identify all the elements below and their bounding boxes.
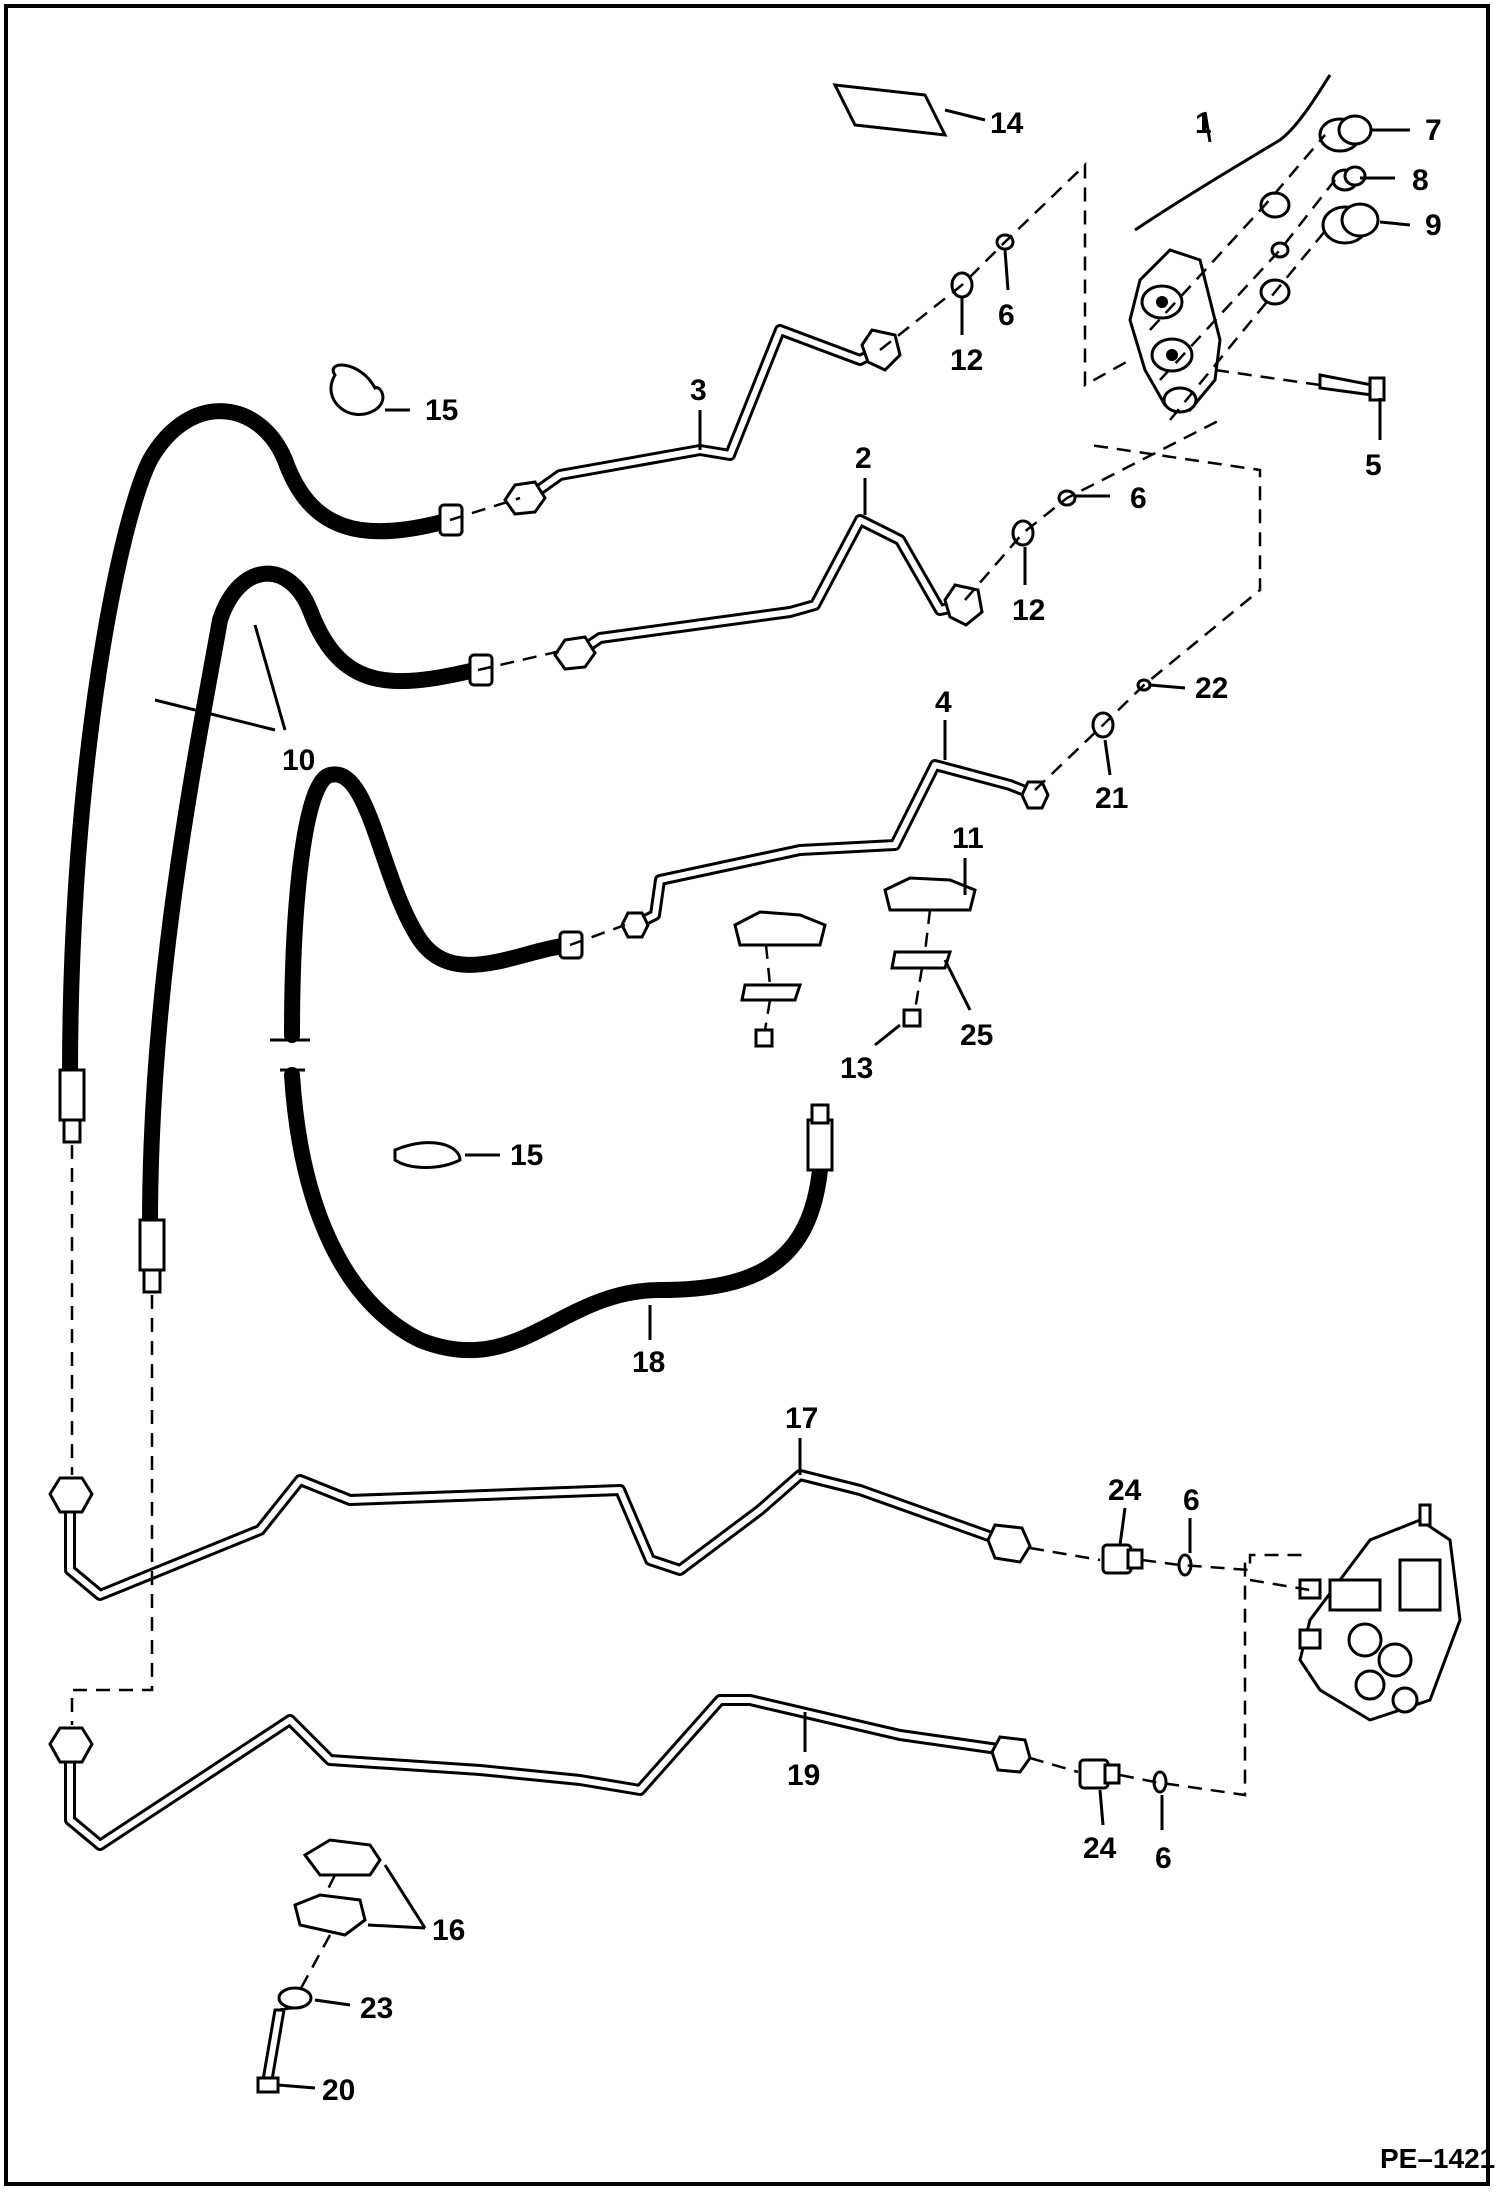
callout-7: 7 (1425, 114, 1442, 147)
callout-5: 5 (1365, 449, 1382, 482)
diagram-border (4, 4, 1490, 2186)
coupler-block-1 (1128, 248, 1222, 414)
control-valve (1298, 1503, 1462, 1722)
adapter-24a (1101, 1543, 1144, 1575)
dash-4a (569, 923, 626, 947)
callout-1: 1 (1195, 107, 1212, 140)
callout-14: 14 (990, 107, 1024, 140)
o-rings-coupler (1259, 191, 1291, 306)
tube-17 (48, 1469, 1032, 1601)
leader-24b (1098, 1789, 1105, 1826)
tube-2 (553, 514, 984, 671)
cable-tie-15a (329, 363, 385, 417)
callout-9: 9 (1425, 209, 1442, 242)
cable-tie-15b (393, 1141, 462, 1169)
callout-13: 13 (840, 1052, 873, 1085)
callout-12b: 12 (1012, 594, 1045, 627)
hose-18 (284, 1067, 834, 1359)
dash-3b (879, 162, 1131, 388)
callout-25: 25 (960, 1019, 993, 1052)
leader-21 (1103, 739, 1112, 776)
bolt-5 (1318, 373, 1386, 402)
callout-8: 8 (1412, 164, 1429, 197)
callout-22: 22 (1195, 672, 1228, 705)
leader-25 (943, 959, 972, 1011)
washer-23 (277, 1986, 313, 2010)
callout-21: 21 (1095, 782, 1128, 815)
callout-6b: 6 (1130, 482, 1147, 515)
hose-10-upper (62, 403, 464, 1083)
dash-16 (274, 1874, 337, 2012)
dash-coupler-top (1149, 134, 1326, 331)
figure-code: PE–1421 (1380, 2143, 1495, 2174)
fitting-8 (1331, 165, 1367, 192)
dash-10b (70, 1295, 154, 1725)
callout-11: 11 (952, 822, 984, 855)
leader-20 (277, 2083, 316, 2090)
dash-19 (1029, 1555, 1247, 1797)
fitting-7 (1318, 114, 1373, 153)
leader-13 (874, 1023, 901, 1047)
callout-20: 20 (322, 2074, 355, 2107)
dash-2b (964, 418, 1221, 601)
dash-11-right (913, 909, 932, 1011)
leader-24a (1118, 1507, 1127, 1546)
callout-6d: 6 (1155, 1842, 1172, 1875)
callout-18: 18 (632, 1346, 665, 1379)
tube-19 (48, 1694, 1032, 1851)
dash-3a (449, 496, 521, 522)
hose-10-lower (142, 565, 494, 1233)
callout-16: 16 (432, 1914, 465, 1947)
tube-4 (620, 759, 1050, 939)
leader-6a (1003, 249, 1010, 291)
fitting-9 (1321, 202, 1380, 245)
clamp-16 (293, 1838, 382, 1937)
clamp-11-left (733, 910, 827, 1048)
callout-23: 23 (360, 1992, 393, 2025)
callout-24a: 24 (1108, 1474, 1142, 1507)
adapter-24b (1078, 1758, 1121, 1790)
leader-1-bracket (1134, 74, 1332, 232)
dash-coupler-bot (1169, 224, 1331, 421)
hose-4-connection (284, 766, 584, 1043)
dash-4b (1034, 443, 1262, 791)
leader-23 (314, 1998, 351, 2007)
bolt-20 (256, 2008, 286, 2094)
leader-1 (1203, 111, 1212, 143)
dash-coupler-mid (1159, 179, 1336, 381)
callout-19: 19 (787, 1759, 820, 1792)
callout-3: 3 (690, 374, 707, 407)
dash-11-left (763, 944, 772, 1031)
hose-fitting-10a (58, 1068, 86, 1144)
leader-10 (154, 624, 287, 732)
dash-bolt-5 (1214, 368, 1321, 387)
hose-break-mark (270, 1038, 310, 1072)
clamp-11-right (883, 876, 977, 1028)
dash-17 (1029, 1546, 1311, 1592)
leader-16 (367, 1864, 427, 1930)
callout-17: 17 (785, 1402, 818, 1435)
callout-24b: 24 (1083, 1832, 1117, 1865)
callout-15a: 15 (425, 394, 458, 427)
leader-14 (944, 108, 986, 122)
decal-14 (832, 83, 948, 137)
leader-9 (1379, 220, 1411, 227)
tube-3 (503, 324, 902, 516)
callout-2: 2 (855, 442, 872, 475)
callout-4: 4 (935, 686, 952, 719)
callout-15b: 15 (510, 1139, 543, 1172)
callout-12a: 12 (950, 344, 983, 377)
callout-10: 10 (282, 744, 315, 777)
leader-22 (1149, 683, 1186, 690)
callout-6a: 6 (998, 299, 1015, 332)
hose-fitting-10b (138, 1218, 166, 1294)
dash-2a (477, 648, 566, 672)
callout-6c: 6 (1183, 1484, 1200, 1517)
